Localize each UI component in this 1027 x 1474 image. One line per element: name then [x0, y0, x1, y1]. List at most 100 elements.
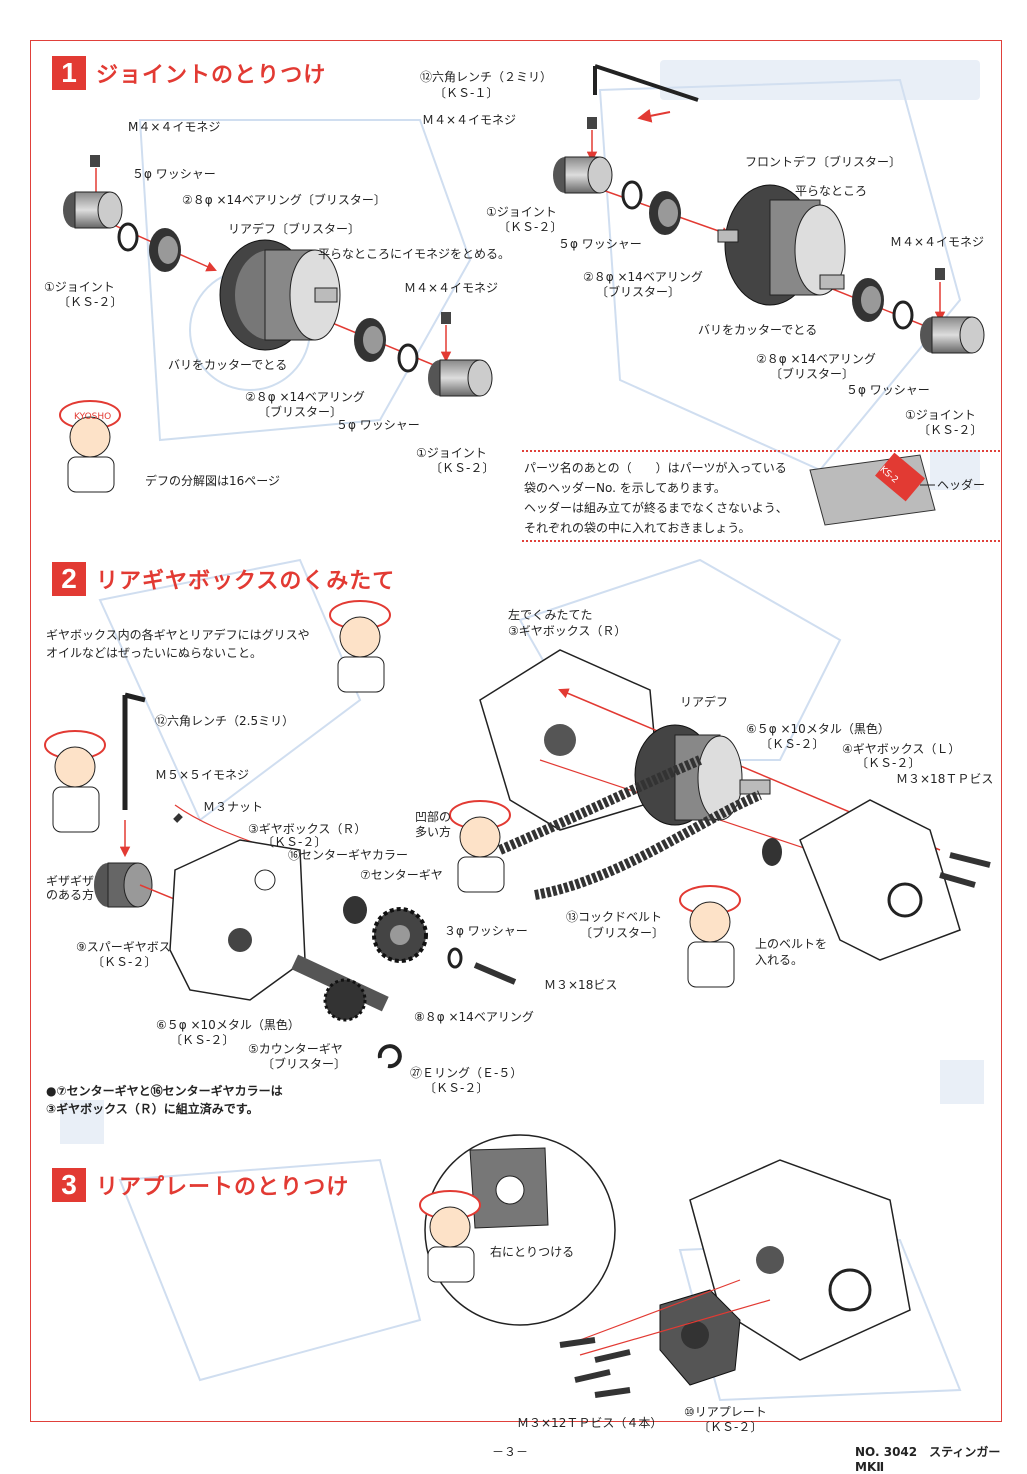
rear-diff-part	[634, 724, 771, 826]
section-1-title: 1 ジョイントのとりつけ	[52, 56, 326, 90]
note-line: パーツ名のあとの（ ）はパーツが入っている	[524, 461, 787, 475]
label-bearing: ②８φ ×14ベアリング〔ブリスター〕	[182, 193, 386, 207]
label-bearing-r: ②８φ ×14ベアリング	[583, 270, 703, 284]
label-joint-r: ①ジョイント	[486, 205, 557, 219]
gearbox-l-part	[799, 799, 961, 961]
label-concave-2: 多い方	[415, 825, 452, 839]
label-bearing-8x14: ⑧８φ ×14ベアリング	[414, 1010, 534, 1024]
m3-nut	[173, 813, 183, 823]
label-belt-note-2: 入れる。	[755, 953, 804, 967]
bearing-part	[852, 278, 884, 322]
mascot-character	[419, 1190, 481, 1283]
note-line: ③ギヤボックス（Ｒ）に組立済みです。	[46, 1102, 259, 1116]
warning-line: ギヤボックス内の各ギヤとリアデフにはグリスや	[46, 628, 310, 642]
section-heading: ジョイントのとりつけ	[96, 63, 327, 88]
label-left-assembly-2: ③ギヤボックス（Ｒ）	[508, 624, 627, 638]
front-diff-assembly	[553, 64, 985, 354]
mascot-character	[449, 800, 511, 893]
label-tp-screw: Ｍ３×18ＴＰビス	[896, 772, 994, 786]
warning-line: オイルなどはぜったいにぬらないこと。	[46, 646, 263, 660]
joint-part	[920, 316, 985, 354]
spur-gear-boss	[94, 862, 153, 908]
label-burr: バリをカッターでとる	[168, 358, 288, 372]
rear-plate-assembly	[424, 1134, 911, 1398]
section-number: 3	[52, 1168, 86, 1202]
note-line: ●⑦センターギヤと⑯センターギヤカラーは	[46, 1084, 283, 1098]
label-metal-r: ⑥５φ ×10メタル（黒色）	[746, 722, 890, 736]
label-washer-r2: ５φ ワッシャー	[846, 383, 930, 397]
center-gear	[372, 907, 428, 963]
label-set-screw-r: Ｍ４×４イモネジ	[422, 113, 517, 127]
label-rear-plate-header: 〔ＫＳ-２〕	[698, 1420, 763, 1434]
label-set-screw-r2: Ｍ４×４イモネジ	[890, 235, 985, 249]
gearbox-r-assembly	[94, 692, 517, 1069]
label-e-ring-header: 〔ＫＳ-２〕	[424, 1081, 489, 1095]
note-top-border	[522, 450, 1000, 452]
label-joint-2-header: 〔ＫＳ-２〕	[430, 461, 495, 475]
label-front-diff: フロントデフ〔ブリスター〕	[745, 155, 902, 169]
svg-text:KYOSHO: KYOSHO	[74, 412, 111, 422]
washer-3	[447, 947, 463, 969]
label-joint-r2: ①ジョイント	[905, 408, 976, 422]
note-line: ヘッダーは組み立てが終るまでなくさないよう、	[524, 501, 788, 515]
label-belt-header: 〔ブリスター〕	[580, 926, 665, 940]
label-joint-r-header: 〔ＫＳ-２〕	[498, 220, 563, 234]
label-rear-diff-2: リアデフ	[680, 695, 729, 709]
joint-part	[553, 156, 613, 194]
e-ring	[377, 1044, 402, 1069]
label-e-ring: ㉗Ｅリング（Ｅ-５）	[410, 1066, 523, 1080]
gearbox-assembled	[689, 1159, 911, 1361]
mascot-character	[679, 885, 741, 988]
washer	[397, 343, 419, 373]
rear-diff-part	[219, 239, 341, 351]
label-serrated-2: のある方	[46, 888, 95, 902]
label-set-screw-2: Ｍ４×４イモネジ	[404, 281, 499, 295]
label-left-assembly: 左でくみたてた	[508, 608, 593, 622]
page-frame	[30, 40, 1002, 1422]
label-rear-plate: ⑩リアプレート	[684, 1405, 767, 1419]
section-3-title: 3 リアプレートのとりつけ	[52, 1168, 349, 1202]
set-screw	[935, 268, 945, 280]
tp-screw	[594, 1387, 631, 1398]
label-m3-nut: Ｍ３ナット	[203, 800, 264, 814]
label-gearbox-r: ③ギヤボックス（Ｒ）	[248, 822, 367, 836]
label-spur-boss: ⑨スパーギヤボス	[76, 940, 171, 954]
gearbox-r-assembled	[479, 649, 661, 831]
label-washer-r: ５φ ワッシャー	[558, 237, 642, 251]
section-number: 1	[52, 56, 86, 90]
cogged-belt-2	[534, 790, 762, 900]
label-metal-r-header: 〔ＫＳ-２〕	[760, 737, 825, 751]
label-hex-wrench: ⑫六角レンチ（２ミリ）	[420, 70, 553, 84]
tp-screw	[559, 1337, 596, 1348]
label-joint-2: ①ジョイント	[416, 446, 487, 460]
label-gearbox-l: ④ギヤボックス（Ｌ）	[842, 742, 961, 756]
tp-screw	[949, 852, 991, 868]
preassembled-note: ●⑦センターギヤと⑯センターギヤカラーは ③ギヤボックス（Ｒ）に組立済みです。	[46, 1082, 283, 1118]
parts-bag-illustration	[809, 452, 936, 526]
label-joint: ①ジョイント	[44, 280, 115, 294]
front-diff-part	[717, 184, 846, 306]
page-number: －３－	[492, 1445, 529, 1459]
label-counter-gear: ⑤カウンターギヤ	[248, 1042, 343, 1056]
label-flat-note: 平らなところにイモネジをとめる。	[318, 247, 511, 261]
label-gearbox-r-header: 〔ＫＳ-２〕	[262, 835, 327, 849]
note-bottom-border	[522, 540, 1000, 542]
tp-screw	[939, 872, 976, 888]
label-joint-r2-header: 〔ＫＳ-２〕	[918, 423, 983, 437]
counter-gear	[291, 954, 389, 1022]
washer	[892, 300, 914, 330]
label-counter-gear-header: 〔ブリスター〕	[262, 1057, 347, 1071]
note-line: 袋のヘッダーNo. を示してあります。	[524, 481, 726, 495]
mascot-character	[44, 730, 106, 833]
label-diff-page: デフの分解図は16ページ	[145, 474, 281, 488]
label-header: ヘッダー	[937, 478, 986, 492]
cogged-belt	[498, 755, 702, 855]
label-m5-set-screw: Ｍ５×５イモネジ	[155, 768, 250, 782]
set-screw	[587, 117, 597, 129]
label-m3x18-screw: Ｍ３×18ビス	[544, 978, 618, 992]
label-burr-r: バリをカッターでとる	[698, 323, 818, 337]
label-set-screw: M４×４イモネジ	[128, 120, 221, 134]
label-belt-note: 上のベルトを	[755, 937, 828, 951]
rear-diff-assembly	[63, 155, 493, 397]
